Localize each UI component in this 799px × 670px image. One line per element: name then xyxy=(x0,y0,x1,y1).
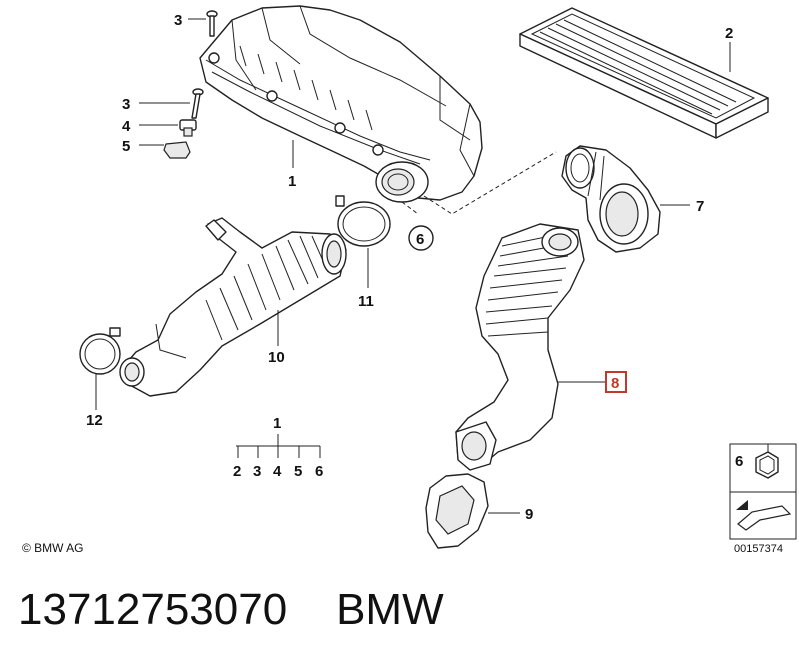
callout-4: 4 xyxy=(122,118,131,135)
clip-icon xyxy=(755,444,779,479)
corrugated-air-duct xyxy=(119,217,347,397)
diagram-id: 00157374 xyxy=(734,543,783,555)
elbow-connector xyxy=(561,145,661,253)
intake-silencer-housing xyxy=(199,5,483,203)
arrow-icon xyxy=(736,500,792,531)
kit-tree: 1 2 3 4 5 6 xyxy=(233,415,323,480)
callout-6-ring: 6 xyxy=(416,231,424,248)
intake-adapter xyxy=(425,473,489,549)
callout-5: 5 xyxy=(122,138,130,155)
kit-tree-child-5: 5 xyxy=(294,463,302,480)
copyright-notice: © BMW AG xyxy=(22,541,84,555)
callout-8: 8 xyxy=(611,375,619,392)
kit-tree-child-2: 2 xyxy=(233,463,241,480)
hose-clamp-small xyxy=(79,327,121,375)
kit-tree-child-6: 6 xyxy=(315,463,323,480)
callout-7: 7 xyxy=(696,198,704,215)
leader-lines xyxy=(95,18,731,514)
callout-1-top: 1 xyxy=(288,173,296,190)
screw-top xyxy=(206,10,218,37)
grommet xyxy=(179,119,197,137)
reference-line-housing-to-clamp xyxy=(401,201,419,215)
intake-air-hose xyxy=(455,223,585,471)
kit-tree-child-3: 3 xyxy=(253,463,261,480)
callout-9: 9 xyxy=(525,506,533,523)
screw-mid xyxy=(191,88,204,119)
kit-tree-child-4: 4 xyxy=(273,463,282,480)
callouts: 3 2 3 4 5 1 7 6 11 10 8 12 9 xyxy=(86,12,733,523)
legend-number: 6 xyxy=(735,453,743,470)
reference-line-housing-to-hose xyxy=(423,151,557,215)
air-filter-element xyxy=(519,7,769,139)
callout-12: 12 xyxy=(86,412,103,429)
callout-10: 10 xyxy=(268,349,285,366)
callout-6-circle xyxy=(408,225,434,251)
part-number-caption: 13712753070 BMW xyxy=(18,585,444,634)
callout-3-top: 3 xyxy=(174,12,182,29)
rubber-mount xyxy=(163,141,191,159)
callout-2: 2 xyxy=(725,25,733,42)
hose-clamp-ring-small xyxy=(335,195,391,247)
callout-8-highlight-box xyxy=(605,371,627,393)
legend-box: 6 xyxy=(729,443,797,540)
callout-3-mid: 3 xyxy=(122,96,130,113)
callout-11: 11 xyxy=(358,293,374,310)
kit-tree-root: 1 xyxy=(273,415,281,432)
